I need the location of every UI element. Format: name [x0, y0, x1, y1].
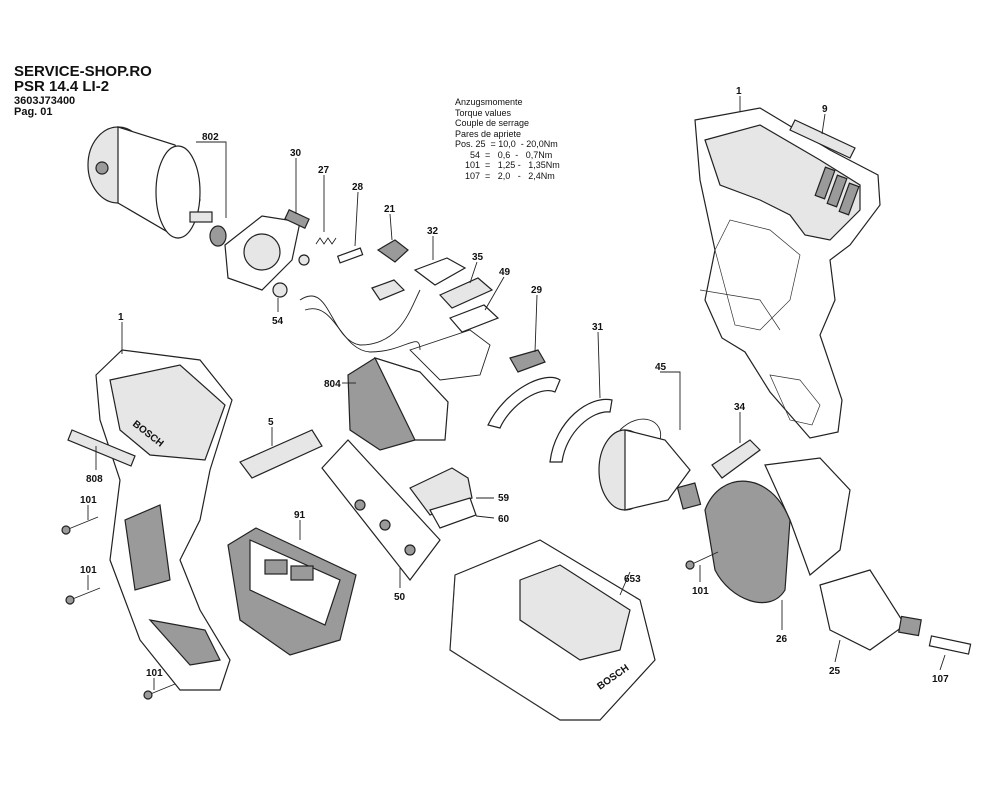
chuck	[819, 569, 922, 651]
torque-line: Pares de apriete	[455, 128, 522, 139]
callout: 101	[692, 586, 709, 597]
slide-switch	[413, 257, 467, 286]
torque-line: Torque values	[455, 107, 512, 118]
page-number: Pag. 01	[14, 106, 53, 118]
screw	[143, 683, 176, 700]
callout: 1	[118, 312, 124, 323]
callout: 808	[86, 474, 103, 485]
housing-half-left: BOSCH	[95, 349, 233, 691]
pcb	[321, 439, 441, 581]
callout: 59	[498, 493, 510, 504]
switch-module	[347, 357, 449, 451]
torque-table: Anzugsmomente Torque values Couple de se…	[455, 97, 560, 181]
callout: 34	[734, 402, 746, 413]
wiring-harness	[299, 289, 491, 381]
cover-strip	[239, 429, 323, 479]
battery-pack	[227, 527, 357, 656]
callout: 30	[290, 148, 302, 159]
charger: BOSCH	[449, 539, 656, 721]
callout: 101	[146, 668, 163, 679]
housing-half-right	[694, 107, 881, 439]
direction-ring-31	[549, 398, 613, 463]
torque-line: Anzugsmomente	[455, 97, 523, 107]
screw	[61, 516, 99, 535]
callout: 25	[829, 666, 841, 677]
leader-lines	[87, 96, 946, 690]
callout: 54	[272, 316, 284, 327]
torque-line: 54 = 0,6 - 0,7Nm	[455, 149, 553, 160]
button-35	[438, 277, 494, 309]
callout: 35	[472, 252, 484, 263]
motor	[87, 126, 227, 247]
callout: 50	[394, 592, 406, 603]
spring	[315, 237, 337, 245]
label-strip-808	[67, 429, 136, 467]
callout: 31	[592, 322, 604, 333]
callout: 653	[624, 574, 641, 585]
callout: 32	[427, 226, 439, 237]
callout: 49	[499, 267, 511, 278]
screw	[685, 551, 719, 570]
callout: 804	[324, 379, 341, 390]
torque-line: Pos. 25 = 10,0 - 20,0Nm	[455, 139, 558, 149]
trigger-29	[487, 349, 561, 429]
clutch-ring-34	[711, 439, 761, 479]
torque-line: 107 = 2,0 - 2,4Nm	[455, 170, 555, 181]
gearbox	[598, 429, 702, 511]
callout: 21	[384, 204, 396, 215]
washer-54	[272, 254, 310, 298]
torque-line: 101 = 1,25 - 1,35Nm	[455, 160, 560, 170]
bit-holder-107	[928, 635, 972, 655]
shop-title: SERVICE-SHOP.RO	[14, 63, 152, 80]
callout: 45	[655, 362, 667, 373]
callout: 26	[776, 634, 788, 645]
switch-cap	[376, 239, 409, 263]
label-strip-9	[789, 119, 856, 159]
callout: 101	[80, 565, 97, 576]
callout: 101	[80, 495, 97, 506]
callout: 9	[822, 104, 828, 115]
callout: 1	[736, 86, 742, 97]
contact-block-60	[429, 497, 477, 529]
callout: 5	[268, 417, 274, 428]
callout: 91	[294, 510, 306, 521]
callout: 802	[202, 132, 219, 143]
callout: 60	[498, 514, 510, 525]
callout: 27	[318, 165, 330, 176]
callout: 29	[531, 285, 543, 296]
part-number: 3603J73400	[14, 95, 76, 107]
callout: 107	[932, 674, 949, 685]
board-49	[448, 304, 500, 333]
pin	[336, 247, 364, 264]
screw	[65, 587, 101, 605]
callout: 28	[352, 182, 364, 193]
front-housing	[704, 457, 851, 604]
model-title: PSR 14.4 LI-2	[14, 78, 110, 95]
torque-line: Couple de serrage	[455, 118, 530, 128]
gear-holder	[224, 209, 310, 291]
contact-plate	[371, 279, 406, 301]
